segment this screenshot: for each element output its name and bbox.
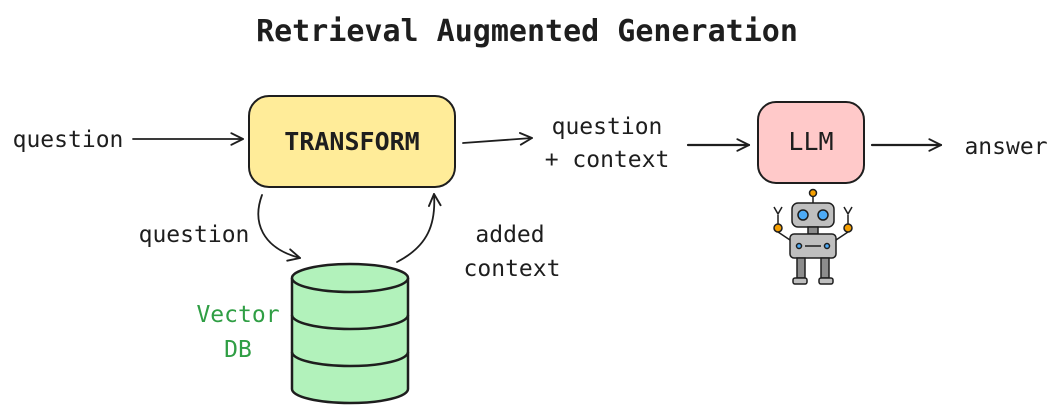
transform-box: TRANSFORM [248, 95, 456, 188]
robot-right-leg [820, 257, 830, 279]
robot-left-leg [796, 257, 806, 279]
robot-left-claw [773, 206, 783, 216]
robot-left-hand [773, 223, 783, 233]
llm-box: LLM [757, 101, 865, 184]
robot-left-foot [792, 277, 808, 285]
robot-right-hand [843, 223, 853, 233]
question-context-label-line2: + context [545, 147, 670, 173]
arrow-transform-to-db [257, 194, 301, 262]
db-body [290, 278, 410, 405]
robot-antenna-tip [808, 188, 818, 198]
db-band-1 [290, 314, 410, 331]
llm-label: LLM [788, 127, 833, 156]
transform-label: TRANSFORM [284, 127, 419, 156]
robot-neck [807, 226, 819, 235]
robot-right-claw [843, 206, 853, 216]
robot-body-light-left [795, 242, 803, 250]
question-input-label: question [13, 127, 124, 153]
answer-label: answer [964, 134, 1047, 160]
robot-body-light-right [823, 242, 831, 250]
question-context-label-line1: question [552, 114, 663, 140]
added-context-label-line2: context [464, 256, 561, 282]
robot-icon [773, 188, 853, 285]
database-icon [290, 262, 410, 405]
transform-box-shape [248, 95, 456, 188]
added-context-label-line1: added [475, 222, 544, 248]
vector-db-label-line1: Vector [196, 302, 279, 328]
vector-db-label-line2: DB [224, 337, 252, 363]
arrow-transform-to-question-context [462, 132, 533, 146]
robot-right-eye [817, 209, 829, 221]
llm-box-shape [757, 101, 865, 184]
robot-left-eye [797, 209, 809, 221]
db-band-2 [290, 351, 410, 368]
question-query-label: question [139, 222, 250, 248]
robot-right-foot [818, 277, 834, 285]
diagram-title: Retrieval Augmented Generation [256, 14, 798, 49]
db-top [290, 262, 410, 294]
arrow-db-to-transform [396, 193, 442, 263]
